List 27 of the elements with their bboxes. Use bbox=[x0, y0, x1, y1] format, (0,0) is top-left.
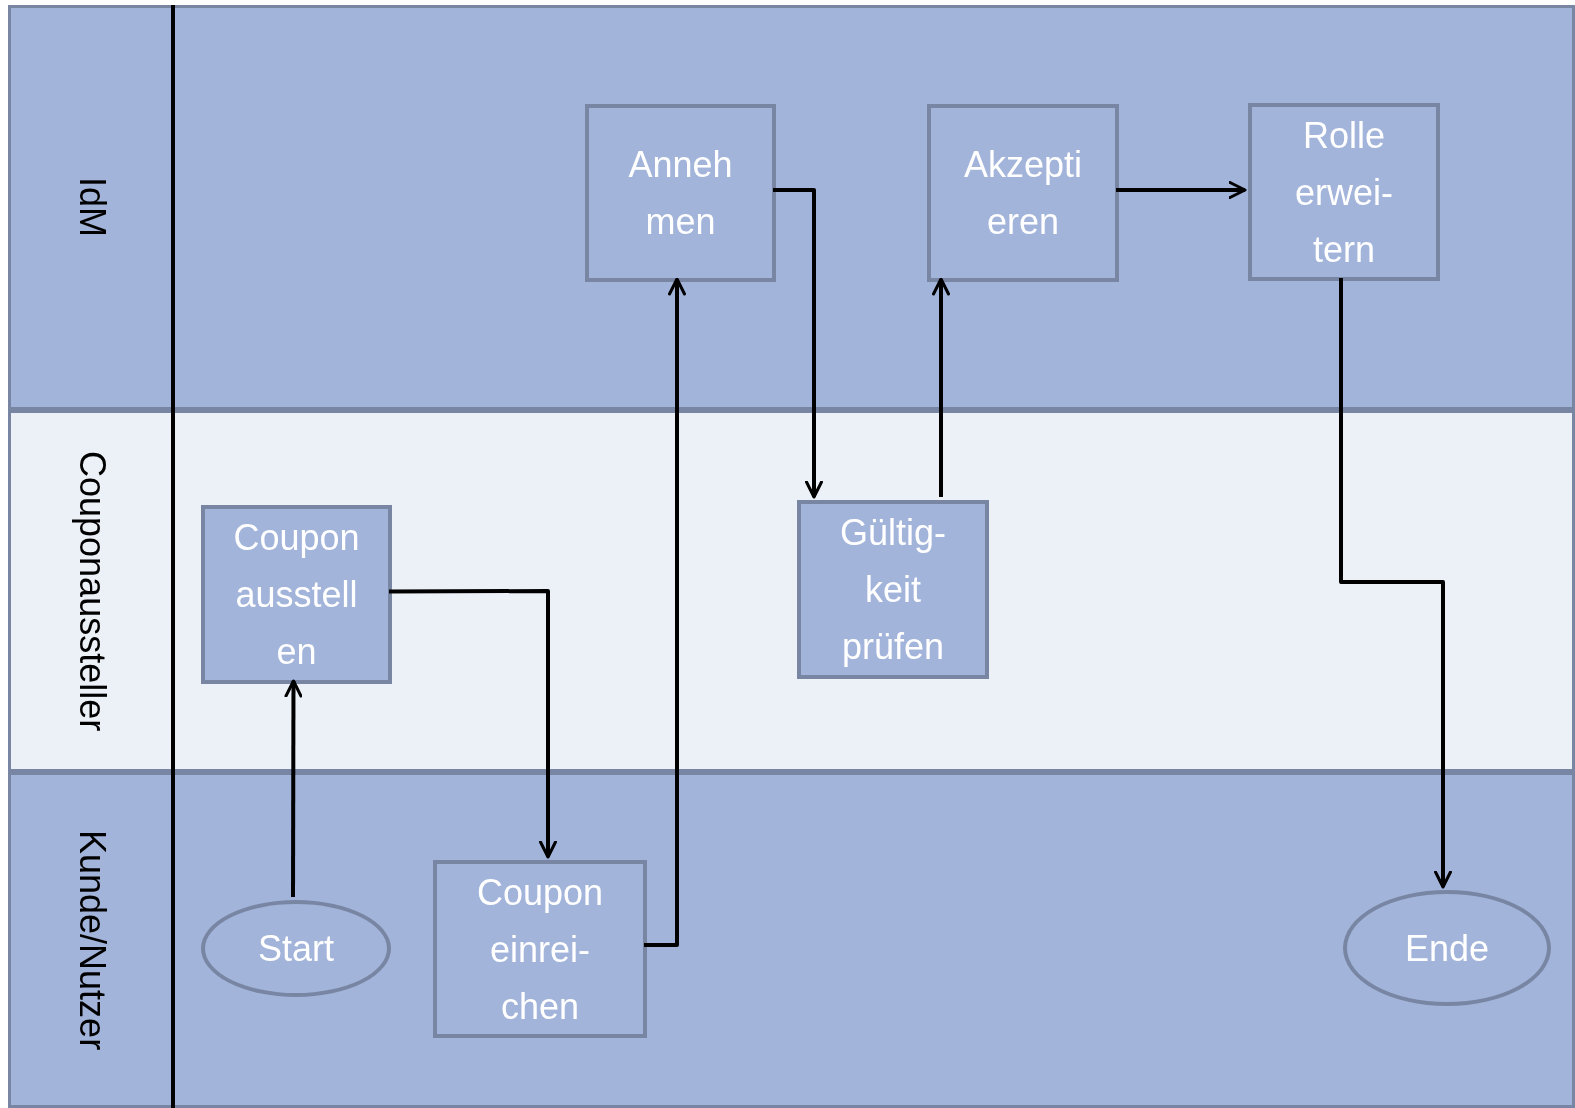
node-label: Gültig- keit prüfen bbox=[840, 511, 946, 669]
node-label: Akzepti eren bbox=[963, 143, 1083, 244]
process-box bbox=[1248, 103, 1440, 281]
swimlane bbox=[8, 410, 1575, 772]
node-label: Start bbox=[258, 927, 334, 971]
lane-label: Kunde/Nutzer bbox=[74, 829, 110, 1051]
arrow bbox=[932, 277, 950, 497]
process-box bbox=[433, 860, 647, 1038]
node-label: Ende bbox=[1404, 926, 1490, 971]
arrow bbox=[1339, 278, 1452, 889]
arrow bbox=[284, 679, 303, 897]
arrow bbox=[644, 277, 686, 947]
process-box bbox=[927, 104, 1119, 282]
process-box bbox=[201, 505, 392, 684]
swimlane bbox=[8, 5, 1575, 410]
arrow bbox=[1116, 181, 1247, 199]
process-box bbox=[797, 500, 989, 679]
process-box bbox=[585, 104, 776, 282]
node-label: Anneh men bbox=[628, 143, 733, 244]
lane-label: IdM bbox=[74, 177, 110, 238]
swimlane bbox=[8, 772, 1575, 1108]
node-label: Coupon ausstell en bbox=[233, 516, 360, 674]
node-label: Coupon einrei- chen bbox=[476, 870, 604, 1029]
arrow bbox=[773, 188, 823, 499]
node-label: Rolle erwei- tern bbox=[1295, 113, 1393, 272]
lane-label: Couponaussteller bbox=[74, 450, 110, 732]
arrow bbox=[389, 589, 557, 859]
